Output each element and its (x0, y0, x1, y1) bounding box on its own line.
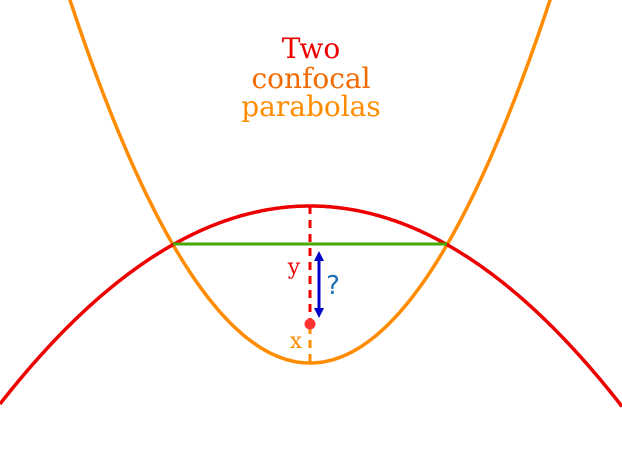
upward-parabola (68, 0, 552, 365)
label-y: y (287, 255, 301, 280)
label-question-mark: ? (326, 271, 340, 301)
title-line-two: Two (282, 32, 341, 65)
title-line-parabolas: parabolas (241, 90, 381, 123)
label-x: x (290, 329, 303, 354)
common-focus-point (304, 318, 316, 330)
title-line-confocal: confocal (251, 62, 370, 95)
